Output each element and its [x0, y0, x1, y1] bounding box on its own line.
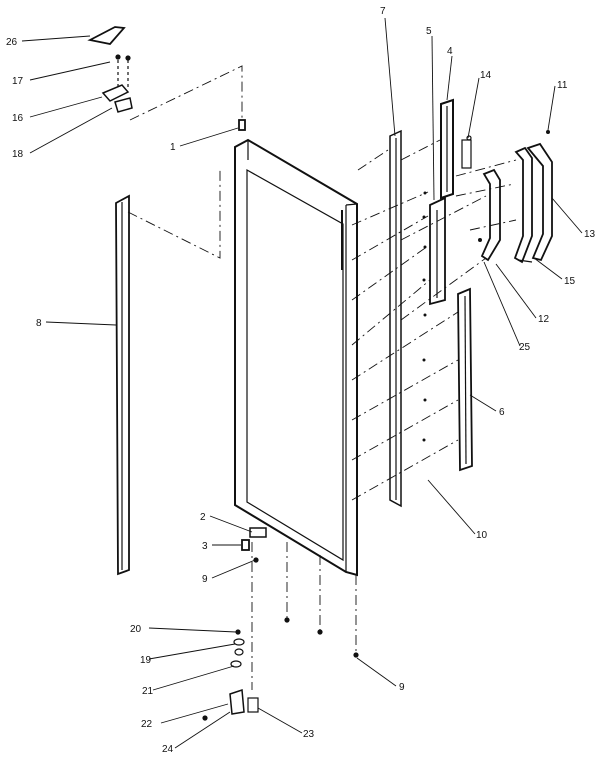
door-shelf-bar [389, 129, 402, 508]
callout-2: 2 [200, 512, 206, 523]
gasket-strip [115, 194, 130, 576]
callout-23: 23 [303, 729, 315, 740]
callout-9-upper: 9 [202, 574, 208, 585]
callout-3: 3 [202, 541, 208, 552]
callout-21: 21 [142, 686, 154, 697]
callout-14: 14 [480, 70, 492, 81]
callout-25: 25 [519, 342, 531, 353]
leader-lines [21, 17, 583, 749]
callout-8: 8 [36, 318, 42, 329]
shelf-retainer-lower [457, 287, 473, 472]
callout-24: 24 [162, 744, 174, 755]
clip-part [461, 135, 472, 169]
callout-10: 10 [476, 530, 488, 541]
door-panel [234, 138, 358, 577]
hinge-pin [238, 119, 246, 131]
callout-7: 7 [380, 6, 386, 17]
screws [422, 130, 550, 442]
callout-11: 11 [557, 80, 568, 91]
trim-part [440, 98, 454, 200]
top-hinge [87, 26, 133, 113]
callout-12: 12 [538, 314, 550, 325]
callout-labels: 26 17 16 18 1 8 2 3 9 20 19 21 22 24 23 … [6, 6, 596, 755]
callout-4: 4 [447, 46, 453, 57]
callout-19: 19 [140, 655, 152, 666]
shelf-retainer-upper [429, 196, 446, 306]
callout-18: 18 [12, 149, 24, 160]
callout-13: 13 [584, 229, 596, 240]
alignment-lines [127, 65, 517, 690]
handle-assembly [480, 142, 553, 264]
callout-9-lower: 9 [399, 682, 405, 693]
callout-1: 1 [170, 142, 176, 153]
callout-5: 5 [426, 26, 432, 37]
callout-26: 26 [6, 37, 18, 48]
callout-20: 20 [130, 624, 142, 635]
bottom-hinge [202, 527, 359, 721]
callout-22: 22 [141, 719, 153, 730]
callout-6: 6 [499, 407, 505, 418]
callout-17: 17 [12, 76, 24, 87]
callout-16: 16 [12, 113, 24, 124]
callout-15: 15 [564, 276, 576, 287]
